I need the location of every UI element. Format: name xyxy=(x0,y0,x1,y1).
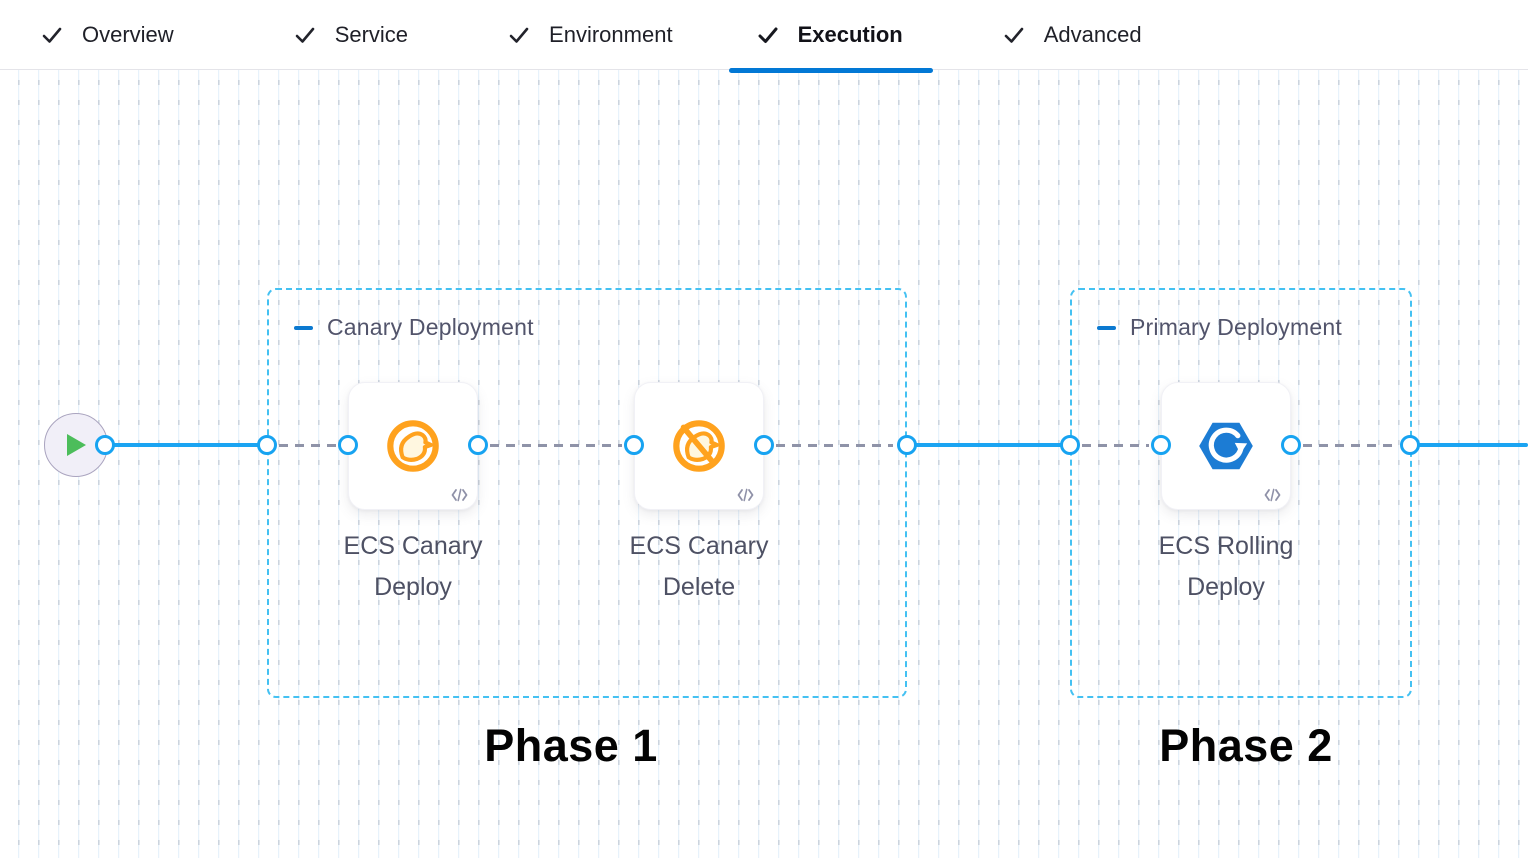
tab-label: Execution xyxy=(797,21,903,47)
port-step3-in[interactable] xyxy=(1151,435,1171,455)
port-step1-in[interactable] xyxy=(338,435,358,455)
collapse-minus-icon[interactable] xyxy=(1097,325,1116,330)
step-card-ecs-canary-delete[interactable] xyxy=(634,382,764,510)
stage-group-canary-deployment[interactable]: Canary Deployment xyxy=(267,288,907,698)
port-step3-out[interactable] xyxy=(1281,435,1301,455)
connector-dashed xyxy=(279,444,336,447)
port-step1-out[interactable] xyxy=(468,435,488,455)
port-group1-in[interactable] xyxy=(257,435,277,455)
code-icon xyxy=(737,488,754,502)
tab-label: Overview xyxy=(82,21,174,47)
checkmark-icon xyxy=(295,27,314,43)
collapse-minus-icon[interactable] xyxy=(294,325,313,330)
connector-dashed xyxy=(1303,444,1398,447)
tab-label: Advanced xyxy=(1043,21,1142,47)
step-card-ecs-canary-deploy[interactable] xyxy=(348,382,478,510)
port-group1-out[interactable] xyxy=(897,435,917,455)
tab-overview[interactable]: Overview xyxy=(41,0,174,70)
connector-group1-to-group2 xyxy=(908,443,1070,447)
checkmark-icon xyxy=(42,27,62,43)
connector-dashed xyxy=(1082,444,1149,447)
port-step2-in[interactable] xyxy=(624,435,644,455)
stage-config-tabbar: Overview Service Environment Execution A… xyxy=(0,0,1528,73)
group-title: Canary Deployment xyxy=(327,314,534,340)
step-name: ECS Canary Deploy xyxy=(343,532,483,601)
step-card-ecs-rolling-deploy[interactable] xyxy=(1161,382,1291,510)
phase-annotation: Phase 1 xyxy=(484,720,658,771)
play-icon xyxy=(67,434,86,456)
connector-start-to-group1 xyxy=(106,443,266,447)
tab-label: Environment xyxy=(549,21,673,47)
port-start-out[interactable] xyxy=(95,435,115,455)
port-group2-out[interactable] xyxy=(1400,435,1420,455)
checkmark-icon xyxy=(509,27,529,43)
code-icon xyxy=(1264,488,1281,502)
tab-service[interactable]: Service xyxy=(294,0,408,70)
tab-advanced[interactable]: Advanced xyxy=(1003,0,1142,70)
canary-deploy-icon xyxy=(387,420,439,472)
pipeline-canvas[interactable]: Canary Deployment Primary Deployment xyxy=(0,70,1528,858)
phase-annotation: Phase 2 xyxy=(1159,720,1333,771)
connector-dashed xyxy=(490,444,622,447)
tab-environment[interactable]: Environment xyxy=(508,0,673,70)
group-title: Primary Deployment xyxy=(1130,314,1342,340)
step-name: ECS Rolling Deploy xyxy=(1158,532,1294,601)
step-name: ECS Canary Delete xyxy=(629,532,769,601)
connector-dashed xyxy=(776,444,893,447)
tab-label: Service xyxy=(334,21,409,47)
ecs-rolling-deploy-icon xyxy=(1199,422,1253,470)
checkmark-icon xyxy=(1004,27,1024,43)
port-step2-out[interactable] xyxy=(754,435,774,455)
connector-group2-to-next xyxy=(1412,443,1528,447)
checkmark-icon xyxy=(758,27,778,43)
code-icon xyxy=(451,488,468,502)
canary-delete-icon xyxy=(673,420,725,472)
port-group2-in[interactable] xyxy=(1060,435,1080,455)
stage-group-primary-deployment[interactable]: Primary Deployment xyxy=(1070,288,1412,698)
tab-execution[interactable]: Execution xyxy=(728,0,933,73)
